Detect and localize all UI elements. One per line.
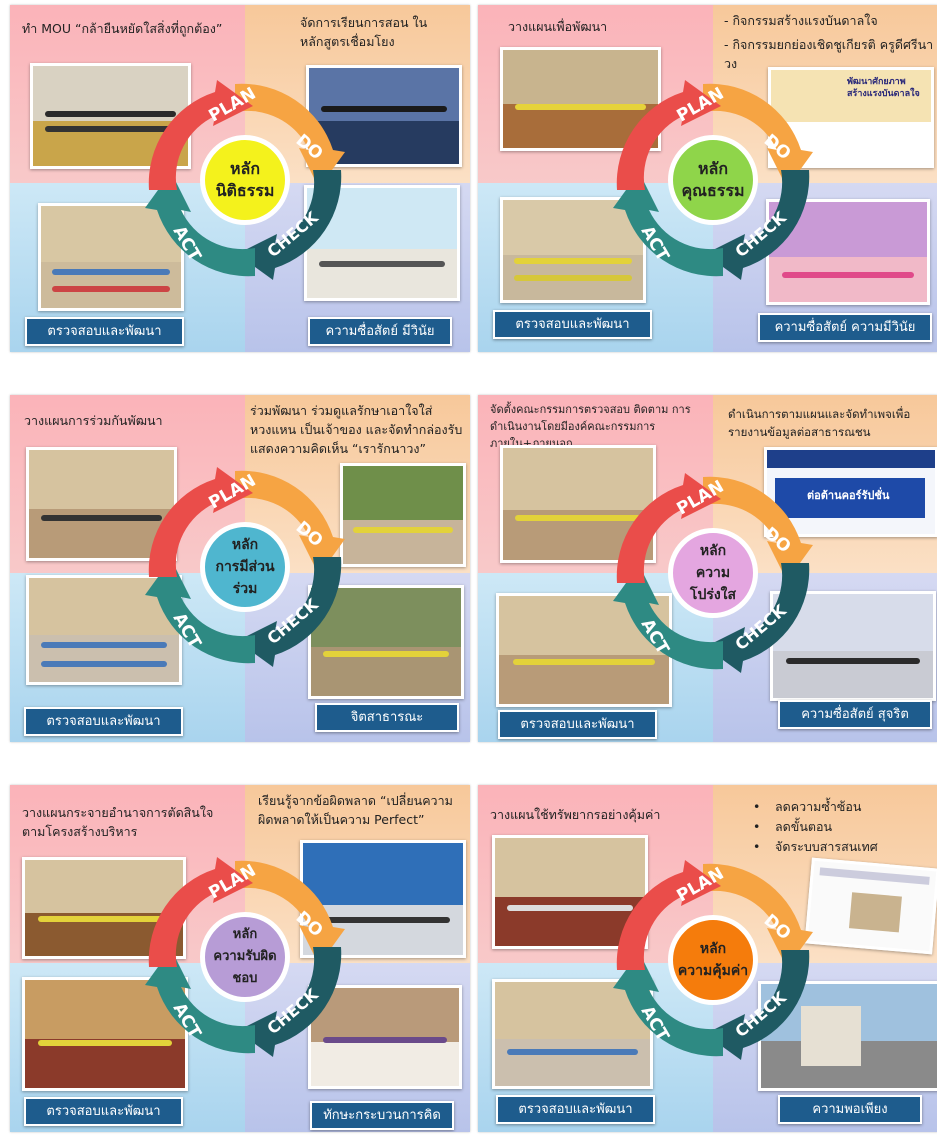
photo-cleanup: [308, 585, 464, 699]
photo-workshop: [308, 985, 462, 1089]
principle-name: การมีส่วนร่วม: [215, 559, 275, 597]
check-develop-label: ตรวจสอบและพัฒนา: [24, 707, 183, 736]
photo-conference-table: [22, 977, 188, 1091]
principle-prefix: หลัก: [699, 543, 727, 559]
photo-info-system-screen: [804, 857, 937, 955]
principle-prefix: หลัก: [229, 159, 261, 178]
plan-text: ทำ MOU “กล้ายืนหยัดใสสิ่งที่ถูกต้อง”: [22, 21, 223, 36]
plan-text: วางแผนกระจายอำนาจการตัดสินใจ ตามโครงสร้า…: [22, 805, 214, 839]
principle-name: ความโปร่งใส: [689, 565, 737, 603]
plan-label: PLAN: [206, 861, 260, 904]
pdca-ring: PLAN DO CHECK ACT: [613, 860, 813, 1060]
photo-resource-meeting: [492, 835, 648, 949]
check-develop-label: ตรวจสอบและพัฒนา: [25, 317, 184, 346]
panel-morality: วางแผนเพื่อพัฒนา - กิจกรรมสร้างแรงบันดาล…: [478, 5, 937, 352]
principle-center: หลัก การมีส่วนร่วม: [200, 522, 290, 612]
pdca-cycle: PLAN DO CHECK ACT หลัก ความคุ้มค่า: [613, 860, 813, 1060]
do-bullet-list: ลดความซ้ำซ้อน ลดขั้นตอน จัดระบบสารสนเทศ: [753, 797, 933, 857]
plan-label: PLAN: [206, 471, 260, 514]
pdca-cycle: PLAN DO CHECK ACT หลัก ความโปร่งใส: [613, 473, 813, 673]
plan-text: วางแผนการร่วมกันพัฒนา: [24, 413, 163, 428]
pdca-ring: PLAN DO CHECK ACT: [613, 473, 813, 673]
result-label: ความซื่อสัตย์ ความมีวินัย: [758, 313, 932, 342]
principle-name: นิติธรรม: [215, 181, 275, 200]
do-text: ร่วมพัฒนา ร่วมดูแลรักษาเอาใจใส่ หวงแหน เ…: [250, 403, 463, 456]
photo-library-room: [26, 575, 182, 685]
principle-prefix: หลัก: [697, 159, 729, 178]
panel-rule-of-law: ทำ MOU “กล้ายืนหยัดใสสิ่งที่ถูกต้อง” จัด…: [10, 5, 470, 352]
result-label: ความซื่อสัตย์ มีวินัย: [308, 317, 452, 346]
plan-label: PLAN: [674, 84, 728, 127]
photo-meeting-room: [500, 197, 646, 303]
principle-name: คุณธรรม: [681, 181, 745, 200]
plan-label: PLAN: [674, 864, 728, 907]
principle-center: หลัก ความคุ้มค่า: [668, 915, 758, 1005]
do-bullet-item: ลดความซ้ำซ้อน: [753, 797, 933, 817]
pdca-ring: PLAN DO CHECK ACT: [145, 80, 345, 280]
photo-award-ceremony: [766, 199, 930, 305]
principle-name: ความรับผิดชอบ: [213, 949, 277, 986]
check-develop-label: ตรวจสอบและพัฒนา: [24, 1097, 183, 1126]
panel-cost-effectiveness: วางแผนใช้ทรัพยากรอย่างคุ้มค่า ลดความซ้ำซ…: [478, 785, 937, 1132]
principle-prefix: หลัก: [232, 927, 258, 942]
principle-center: หลัก ความรับผิดชอบ: [200, 912, 290, 1002]
plan-label: PLAN: [674, 477, 728, 520]
result-label: จิตสาธารณะ: [315, 703, 459, 732]
plan-text: วางแผนเพื่อพัฒนา: [508, 19, 608, 34]
principle-name: ความคุ้มค่า: [677, 963, 749, 979]
photo-classroom: [38, 203, 184, 311]
photo-gardening: [340, 463, 466, 567]
do-line-2: - กิจกรรมยกย่องเชิดชูเกียรติ ครูดีศรีนาว…: [724, 37, 934, 71]
poster-text: พัฒนาศักยภาพ สร้างแรงบันดาลใจ: [847, 77, 920, 99]
pdca-ring: PLAN DO CHECK ACT: [613, 80, 813, 280]
do-text: ดำเนินการตามแผนและจัดทำเพจเพื่อ รายงานข้…: [728, 407, 911, 439]
result-label: ทักษะกระบวนการคิด: [310, 1101, 454, 1130]
check-develop-label: ตรวจสอบและพัฒนา: [493, 310, 652, 339]
panel-accountability: วางแผนกระจายอำนาจการตัดสินใจ ตามโครงสร้า…: [10, 785, 470, 1132]
photo-ceremony: [306, 65, 462, 167]
do-text: จัดการเรียนการสอน ในหลักสูตรเชื่อมโยง: [300, 15, 428, 49]
plan-label: PLAN: [206, 84, 260, 127]
pdca-ring: PLAN DO CHECK ACT: [145, 467, 345, 667]
principle-center: หลัก คุณธรรม: [668, 135, 758, 225]
pdca-cycle: PLAN DO CHECK ACT หลัก การมีส่วนร่วม: [145, 467, 345, 667]
panel-participation: วางแผนการร่วมกันพัฒนา ร่วมพัฒนา ร่วมดูแล…: [10, 395, 470, 742]
pdca-ring: PLAN DO CHECK ACT: [145, 857, 345, 1057]
do-bullet-item: ลดขั้นตอน: [753, 817, 933, 837]
do-text: เรียนรู้จากข้อผิดพลาด “เปลี่ยนความผิดพลา…: [258, 793, 453, 827]
principle-prefix: หลัก: [231, 537, 259, 553]
banner-text: ต่อต้านคอร์รัปชั่น: [807, 489, 890, 502]
principle-center: หลัก นิติธรรม: [200, 135, 290, 225]
result-label: ความพอเพียง: [778, 1095, 922, 1124]
do-line-1: - กิจกรรมสร้างแรงบันดาลใจ: [724, 13, 878, 28]
photo-anti-corruption-page: ต่อต้านคอร์รัปชั่น: [764, 447, 937, 537]
photo-library-room: [492, 979, 653, 1089]
result-label: ความซื่อสัตย์ สุจริต: [778, 700, 932, 729]
do-bullet-item: จัดระบบสารสนเทศ: [753, 837, 933, 857]
principle-center: หลัก ความโปร่งใส: [668, 528, 758, 618]
plan-text: วางแผนใช้ทรัพยากรอย่างคุ้มค่า: [490, 807, 661, 822]
check-develop-label: ตรวจสอบและพัฒนา: [498, 710, 657, 739]
panel-transparency: จัดตั้งคณะกรรมการตรวจสอบ ติดตาม การดำเนิ…: [478, 395, 937, 742]
pdca-cycle: PLAN DO CHECK ACT หลัก คุณธรรม: [613, 80, 813, 280]
photo-inspiration-poster: พัฒนาศักยภาพ สร้างแรงบันดาลใจ: [768, 67, 934, 168]
pdca-cycle: PLAN DO CHECK ACT หลัก นิติธรรม: [145, 80, 345, 280]
check-develop-label: ตรวจสอบและพัฒนา: [496, 1095, 655, 1124]
photo-joint-meeting: [26, 447, 177, 561]
principle-prefix: หลัก: [699, 941, 727, 957]
pdca-cycle: PLAN DO CHECK ACT หลัก ความรับผิดชอบ: [145, 857, 345, 1057]
